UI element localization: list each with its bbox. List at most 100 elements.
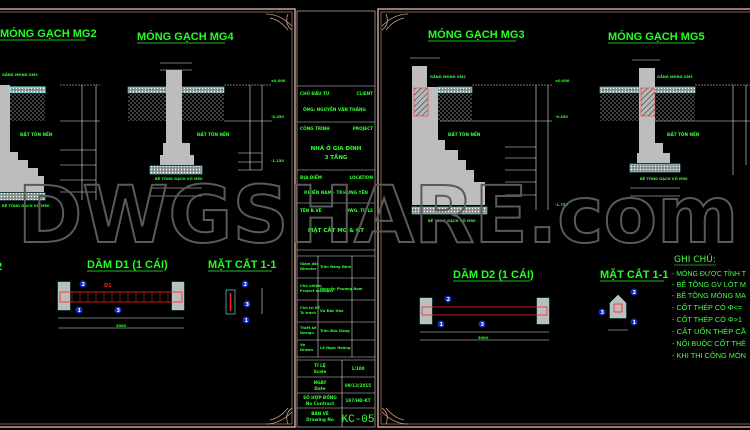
scale-label-en: Scale (314, 369, 327, 374)
section-title: MẶT CẮT 1-1 (600, 268, 668, 281)
beam-d1-title: DẦM D1 (1 CÁI) (87, 258, 168, 271)
note-item: - CẮT UỐN THÉP CẦ (672, 326, 746, 336)
rebar-bubble: 1 (440, 322, 444, 328)
foundation-mg2: MÓNG GẠCH MG2 GẰNG MÓNG GM2 ĐẤT TÔN NỀN … (0, 27, 100, 208)
scale-value: 1/100 (351, 366, 364, 371)
note-item: - CỐT THÉP CÓ Φ>1 (672, 314, 742, 324)
note-item: - CỐT THÉP CÓ Φ<= (672, 302, 743, 312)
contract-label: SỐ HỢP ĐỒNG (303, 395, 337, 400)
dwg-title-label: TÊN B.VẼ (300, 208, 322, 213)
note-item: - NỐI BUỘC CỐT THÉ (672, 338, 746, 348)
scale-label: TỈ LỆ (314, 363, 326, 368)
span-dimension: 3000 (116, 324, 127, 328)
contract-label-en: No Contract (306, 401, 334, 406)
contract-value: 197/HĐ-KT (345, 398, 370, 403)
foundation-mg5: MÓNG GẠCH MG5 GẰNG MÓNG GM2 ĐẤT TÔN NỀN … (599, 30, 750, 197)
rebar-bubble: 3 (481, 322, 485, 328)
mg2-label: BÊ TÔNG GẠCH VỠ M50 (2, 203, 50, 208)
mg2-title: MÓNG GẠCH MG2 (0, 27, 97, 40)
partial-title: 2 (0, 261, 2, 273)
rebar-bubble: 3 (117, 308, 121, 314)
svg-text:Chủ nhiệm: Chủ nhiệm (300, 284, 322, 288)
project-label-en: PROJECT (353, 126, 373, 131)
project-label: CÔNG TRÌNH (300, 126, 330, 131)
rebar-bubble: 1 (245, 318, 249, 324)
note-item: - MÓNG ĐƯỢC TÍNH T (672, 269, 746, 278)
svg-text:Trần Đức Dũng: Trần Đức Dũng (320, 329, 350, 333)
ornament-corner (381, 407, 409, 425)
location-label-en: LOCATION (349, 175, 373, 180)
watermark: DWGSHARE.com (18, 171, 739, 261)
mg3-label: ĐẤT TÔN NỀN (448, 132, 481, 137)
rebar-bubble: 2 (244, 282, 248, 288)
foundation-mg3: MÓNG GẠCH MG3 GẰNG MÓNG GM2 ĐẤT TÔN NỀN … (410, 28, 570, 223)
general-notes: GHI CHÚ: - MÓNG ĐƯỢC TÍNH T - BÊ TÔNG GV… (672, 253, 746, 360)
svg-text:Project manager: Project manager (300, 289, 334, 293)
client-value: ÔNG: NGUYỄN VĂN THẮNG (303, 107, 366, 112)
section-title: MẶT CẮT 1-1 (208, 258, 276, 271)
date-value: 09/12/2015 (345, 383, 371, 388)
dwg-title-value: MẶT CẮT MG & GT (308, 226, 364, 234)
foundation-mg4: MÓNG GẠCH MG4 ĐẤT TÔN NỀN BÊ TÔNG GẠCH V… (127, 30, 286, 197)
drawing-no-value: KC-05 (341, 414, 374, 426)
project-value: NHÀ Ở GIA ĐÌNH (311, 144, 362, 152)
level-mark: -0.450 (555, 115, 568, 119)
note-item: - KHI THI CÔNG MÓN (672, 351, 746, 360)
beam-d2-title: DẦM D2 (1 CÁI) (453, 268, 534, 281)
ornament-corner (265, 13, 293, 31)
svg-text:Vẽ: Vẽ (300, 343, 306, 347)
span-dimension: 3000 (478, 336, 489, 340)
svg-text:Trần Đăng Định: Trần Đăng Định (320, 265, 352, 269)
client-label: CHỦ ĐẦU TƯ (300, 91, 330, 96)
level-mark: -0.450 (271, 115, 284, 119)
section-1-1-left: MẶT CẮT 1-1 2 3 1 (208, 258, 276, 324)
mg4-label: BÊ TÔNG GẠCH VỠ M50 (155, 176, 203, 181)
rebar-bubble: 3 (601, 310, 605, 316)
beam-d1: DẦM D1 (1 CÁI) 3000 D1 2 1 3 (57, 258, 185, 329)
level-mark: ±0.000 (555, 79, 570, 83)
ornament-corner (265, 407, 293, 425)
location-value: P.HIẾN NAM - TP.HƯNG YÊN (304, 189, 368, 195)
level-mark: -1.750 (555, 203, 568, 207)
location-label: ĐỊA ĐIỂM (300, 175, 322, 180)
title-block: CHỦ ĐẦU TƯ CLIENT ÔNG: NGUYỄN VĂN THẮNG … (296, 10, 376, 428)
ornament-corner (381, 13, 409, 31)
svg-text:Nguyễn Phương Nam: Nguyễn Phương Nam (320, 286, 363, 291)
rebar-bubble: 1 (78, 308, 82, 314)
rebar-bubble: 1 (633, 320, 637, 326)
svg-text:Design: Design (300, 331, 314, 335)
drawing-no-label: BẢN VẼ (311, 411, 329, 416)
mg5-title: MÓNG GẠCH MG5 (608, 30, 705, 43)
date-label-en: Date (314, 386, 325, 391)
dwg-title-label-en: DWG. TITLE (346, 208, 374, 213)
beam-d2: DẦM D2 (1 CÁI) 3000 2 1 3 (419, 268, 550, 341)
mg5-label: ĐẤT TÔN NỀN (667, 132, 700, 137)
rebar-bubble: 2 (82, 282, 86, 288)
svg-text:Drawn: Drawn (300, 348, 314, 352)
drawing-no-label-en: Drawing No (306, 417, 334, 422)
note-item: - BÊ TÔNG MÓNG MA (672, 291, 746, 300)
section-marker: D1 (104, 283, 112, 289)
client-label-en: CLIENT (356, 91, 373, 96)
date-label: NGÀY (314, 380, 328, 385)
level-mark: ±0.000 (271, 79, 286, 83)
rebar-bubble: 3 (246, 302, 250, 308)
svg-text:Vũ Đức Hào: Vũ Đức Hào (320, 309, 344, 313)
mg4-label: ĐẤT TÔN NỀN (197, 132, 230, 137)
svg-text:Thiết kế: Thiết kế (300, 326, 317, 330)
project-value: 3 TẦNG (325, 152, 348, 161)
note-item: - BÊ TÔNG GV LÓT M (672, 280, 746, 289)
mg3-label: GẰNG MÓNG GM2 (430, 74, 466, 79)
sheet-frames (0, 8, 750, 428)
rebar-bubble: 2 (447, 297, 451, 303)
mg3-label: BÊ TÔNG GẠCH VỠ M50 (428, 218, 476, 223)
rebar-bubble: 2 (633, 290, 637, 296)
svg-text:Giám đốc: Giám đốc (300, 262, 319, 266)
svg-text:Director: Director (300, 267, 317, 271)
section-1-1-right: MẶT CẮT 1-1 2 3 1 (598, 268, 668, 331)
